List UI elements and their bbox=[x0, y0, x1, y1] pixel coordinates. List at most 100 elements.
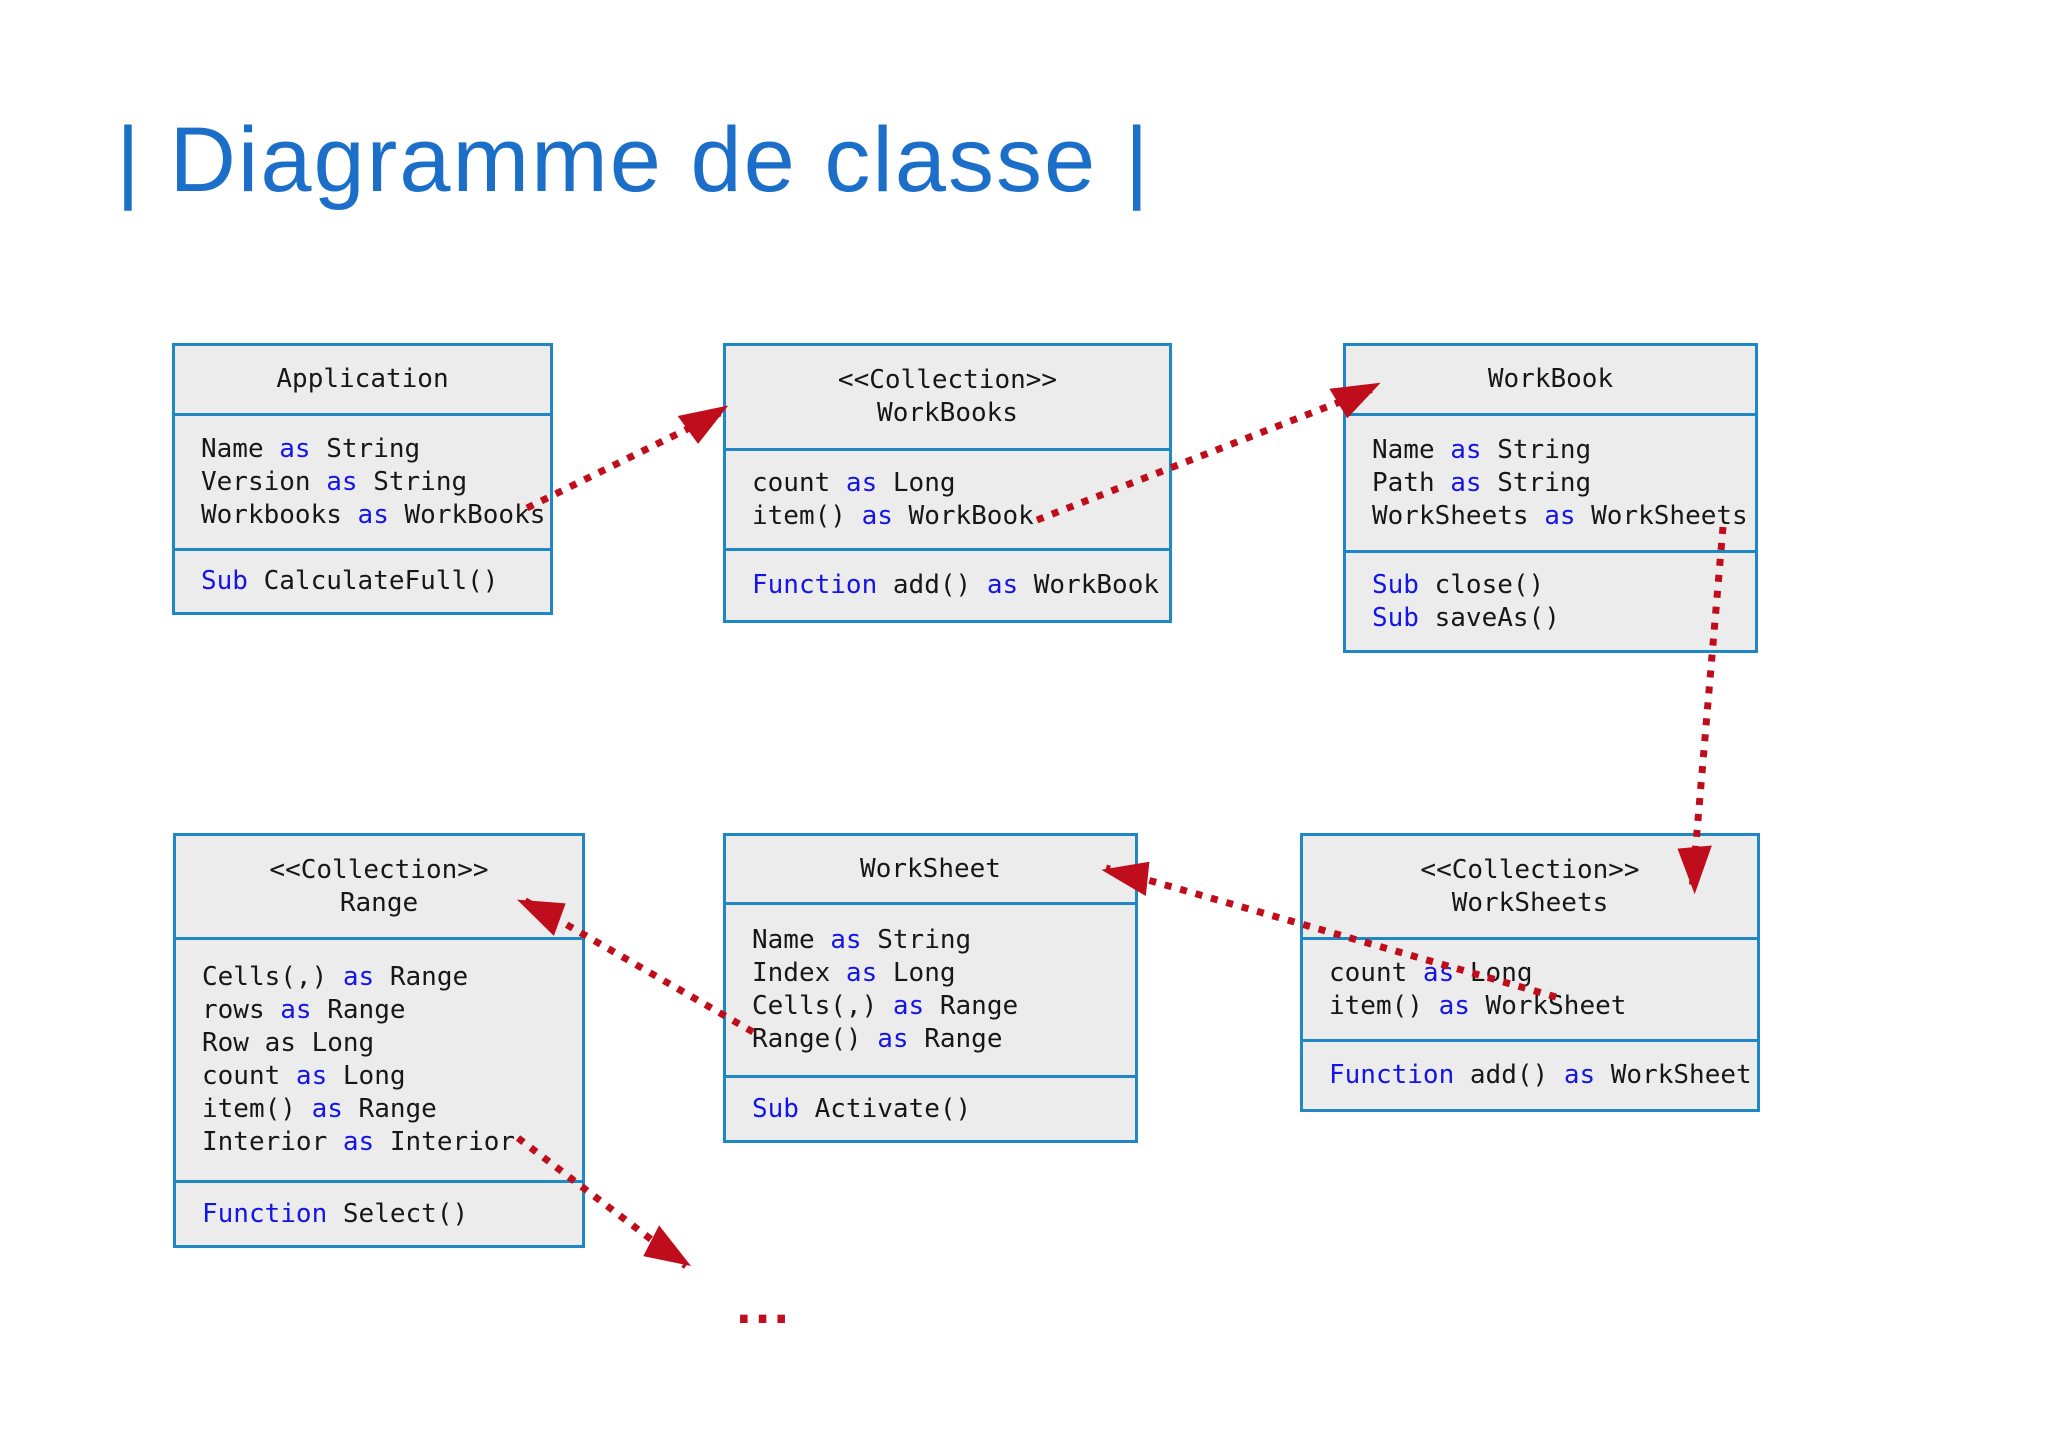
code-text: WorkBook bbox=[1018, 570, 1160, 600]
keyword: Function bbox=[202, 1198, 328, 1229]
code-text: Name bbox=[201, 433, 280, 464]
attribute-line: Interior as Interior bbox=[176, 1126, 582, 1159]
code-text: count bbox=[752, 467, 846, 498]
class-methods: Function add() as WorkBook bbox=[726, 548, 1169, 620]
class-title: <<Collection>> WorkBooks bbox=[726, 346, 1169, 448]
page-title: | Diagramme de classe | bbox=[116, 109, 1151, 211]
class-methods: Function Select() bbox=[176, 1180, 582, 1245]
code-text: Range bbox=[342, 1094, 437, 1124]
code-text: add() bbox=[877, 570, 987, 600]
keyword: as bbox=[1422, 957, 1455, 988]
code-text: Name bbox=[1372, 434, 1451, 465]
class-stereotype: <<Collection>> bbox=[1420, 854, 1640, 885]
keyword: as bbox=[1438, 990, 1470, 1021]
method-line: Sub saveAs() bbox=[1346, 602, 1755, 635]
class-title: WorkBook bbox=[1346, 346, 1755, 413]
method-line: Sub CalculateFull() bbox=[175, 565, 550, 598]
code-text: Cells(,) bbox=[752, 991, 893, 1021]
code-text: Range bbox=[311, 995, 406, 1025]
attribute-line: Name as String bbox=[1346, 434, 1755, 467]
code-text: WorkSheet bbox=[1469, 990, 1627, 1021]
attribute-line: Range() as Range bbox=[726, 1023, 1135, 1056]
code-text: Activate() bbox=[798, 1093, 972, 1124]
class-title: <<Collection>> WorkSheets bbox=[1303, 836, 1757, 937]
attribute-line: Name as String bbox=[175, 433, 550, 466]
code-text: WorkBook bbox=[892, 500, 1034, 531]
method-line: Sub Activate() bbox=[726, 1093, 1135, 1126]
keyword: as bbox=[861, 500, 893, 531]
keyword: as bbox=[830, 925, 862, 955]
class-stereotype: <<Collection>> bbox=[269, 854, 489, 885]
code-text: Long bbox=[877, 958, 956, 988]
keyword: Function bbox=[1329, 1060, 1455, 1090]
keyword: as bbox=[1450, 467, 1482, 498]
code-text: Range bbox=[908, 1024, 1003, 1054]
code-text: Name bbox=[752, 925, 831, 955]
class-methods: Sub Activate() bbox=[726, 1075, 1135, 1140]
attribute-line: Name as String bbox=[726, 924, 1135, 957]
code-text: Row as Long bbox=[202, 1028, 375, 1058]
class-name: WorkBook bbox=[1487, 364, 1614, 394]
code-text: add() bbox=[1454, 1060, 1564, 1090]
code-text: rows bbox=[202, 995, 281, 1025]
code-text: Range() bbox=[752, 1024, 878, 1054]
keyword: as bbox=[892, 991, 925, 1021]
attribute-line: count as Long bbox=[1303, 957, 1757, 990]
keyword: as bbox=[877, 1024, 909, 1054]
keyword: as bbox=[845, 958, 878, 988]
attribute-line: count as Long bbox=[726, 467, 1169, 500]
attribute-line: Cells(,) as Range bbox=[176, 961, 582, 994]
code-text: Path bbox=[1372, 467, 1451, 498]
code-text: Long bbox=[327, 1061, 406, 1091]
attribute-line: count as Long bbox=[176, 1060, 582, 1093]
keyword: as bbox=[845, 467, 878, 498]
code-text: Long bbox=[877, 467, 956, 498]
keyword: as bbox=[295, 1061, 328, 1091]
class-name: WorkBooks bbox=[877, 398, 1018, 428]
class-methods: Sub CalculateFull() bbox=[175, 548, 550, 612]
attribute-line: Cells(,) as Range bbox=[726, 990, 1135, 1023]
code-text: saveAs() bbox=[1418, 602, 1560, 633]
code-text: WorkBooks bbox=[388, 499, 546, 530]
class-name: Application bbox=[276, 364, 449, 394]
code-text: Range bbox=[924, 991, 1019, 1021]
attribute-line: item() as WorkBook bbox=[726, 500, 1169, 533]
ellipsis-text: ... bbox=[730, 1280, 795, 1334]
attribute-line: WorkSheets as WorkSheets bbox=[1346, 500, 1755, 533]
code-text: count bbox=[1329, 957, 1423, 988]
class-name: WorkSheet bbox=[860, 853, 1001, 884]
code-text: WorkSheets bbox=[1372, 500, 1545, 531]
keyword: Function bbox=[752, 570, 878, 600]
class-name: Range bbox=[339, 887, 419, 918]
code-text: Interior bbox=[374, 1127, 516, 1157]
class-title: <<Collection>> Range bbox=[176, 836, 582, 937]
code-text: String bbox=[357, 466, 468, 497]
code-text: item() bbox=[1329, 990, 1439, 1021]
keyword: Sub bbox=[752, 1093, 799, 1124]
attribute-line: Path as String bbox=[1346, 467, 1755, 500]
keyword: as bbox=[326, 466, 358, 497]
method-line: Function add() as WorkBook bbox=[726, 569, 1169, 602]
class-stereotype: <<Collection>> bbox=[837, 365, 1058, 395]
attribute-line: Index as Long bbox=[726, 957, 1135, 990]
keyword: as bbox=[1563, 1060, 1596, 1090]
keyword: as bbox=[357, 499, 389, 530]
keyword: Sub bbox=[1372, 602, 1419, 633]
code-text: item() bbox=[202, 1094, 312, 1124]
method-line: Function add() as WorkSheet bbox=[1303, 1059, 1757, 1092]
code-text: String bbox=[310, 433, 421, 464]
code-text: Cells(,) bbox=[202, 962, 343, 992]
class-title: WorkSheet bbox=[726, 836, 1135, 902]
code-text: Workbooks bbox=[201, 499, 358, 530]
code-text: item() bbox=[752, 500, 862, 531]
class-name: WorkSheets bbox=[1451, 887, 1609, 918]
attribute-line: Row as Long bbox=[176, 1027, 582, 1060]
